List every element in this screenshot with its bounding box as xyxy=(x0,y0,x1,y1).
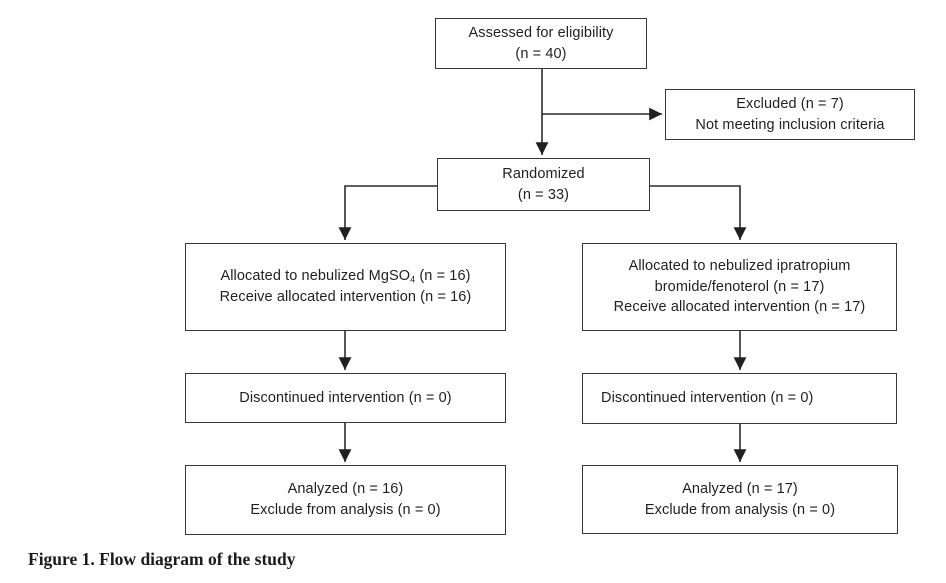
analyzed-right-count: Analyzed (n = 17) xyxy=(682,480,798,497)
allocation-ipratropium-line1: Allocated to nebulized ipratropium xyxy=(628,258,851,275)
connector-randomized-to-alloc-left xyxy=(338,185,437,240)
analyzed-right-excluded: Exclude from analysis (n = 0) xyxy=(644,501,836,518)
allocation-ipratropium-line3: Receive allocated intervention (n = 17) xyxy=(613,299,866,316)
randomized-text: Randomized xyxy=(502,165,585,182)
allocation-mgso4-line1-pre: Allocated to nebulized MgSO xyxy=(220,268,411,285)
excluded-reason: Not meeting inclusion criteria xyxy=(695,116,885,133)
mgso4-subscript: 4 xyxy=(410,275,416,286)
analyzed-left-count: Analyzed (n = 16) xyxy=(287,481,404,498)
allocation-mgso4-line1-post: (n = 16) xyxy=(415,268,471,285)
allocation-ipratropium-line2: bromide/fenoterol (n = 17) xyxy=(654,278,825,295)
excluded-count: Excluded (n = 7) xyxy=(736,95,844,112)
analyzed-left-box: Analyzed (n = 16) Exclude from analysis … xyxy=(185,465,506,535)
allocation-mgso4-line2: Receive allocated intervention (n = 16) xyxy=(219,289,472,305)
discontinued-left-box: Discontinued intervention (n = 0) xyxy=(185,373,506,423)
discontinued-right-text: Discontinued intervention (n = 0) xyxy=(601,390,814,407)
allocation-mgso4-line1: Allocated to nebulized MgSO4 (n = 16) xyxy=(220,266,470,287)
connector-randomized-to-alloc-right xyxy=(650,185,747,240)
allocation-mgso4-box: Allocated to nebulized MgSO4 (n = 16) Re… xyxy=(185,243,506,331)
discontinued-right-box: Discontinued intervention (n = 0) xyxy=(582,373,897,424)
excluded-box: Excluded (n = 7) Not meeting inclusion c… xyxy=(665,89,915,140)
assessed-count: (n = 40) xyxy=(515,45,567,62)
randomized-count: (n = 33) xyxy=(517,186,570,203)
allocation-ipratropium-box: Allocated to nebulized ipratropium bromi… xyxy=(582,243,897,331)
randomized-box: Randomized (n = 33) xyxy=(437,158,650,211)
figure-caption: Figure 1. Flow diagram of the study xyxy=(28,549,296,569)
discontinued-left-text: Discontinued intervention (n = 0) xyxy=(239,389,452,406)
assessed-for-eligibility-box: Assessed for eligibility (n = 40) xyxy=(435,18,647,69)
analyzed-left-excluded: Exclude from analysis (n = 0) xyxy=(250,502,441,518)
analyzed-right-box: Analyzed (n = 17) Exclude from analysis … xyxy=(582,465,898,534)
assessed-text-line1: Assessed for eligibility xyxy=(468,24,614,41)
